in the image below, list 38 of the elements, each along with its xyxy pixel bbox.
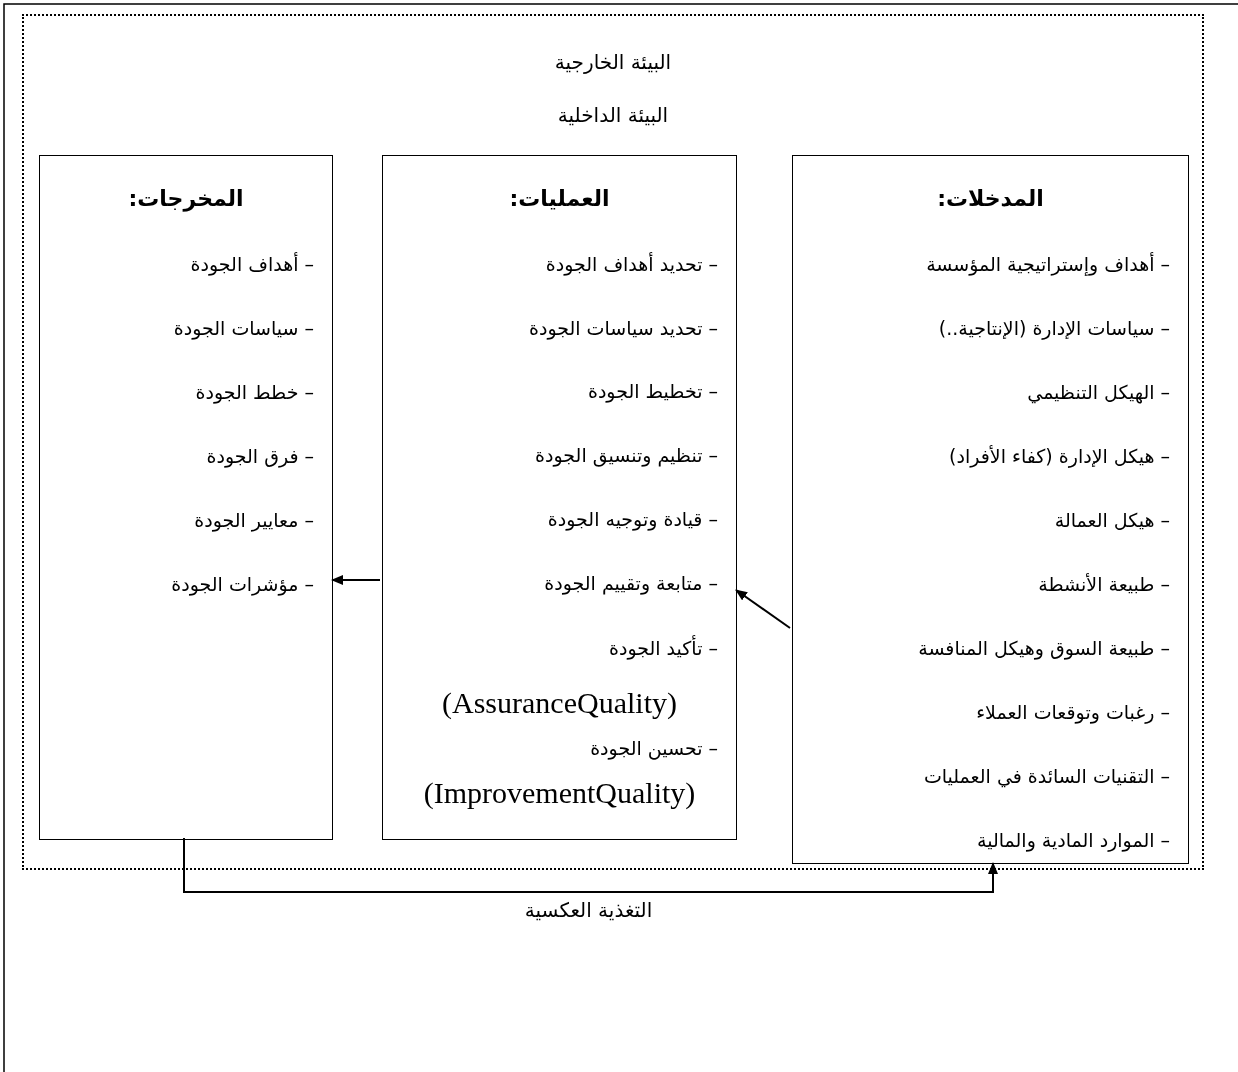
list-item: – سياسات الإدارة (الإنتاجية..) — [938, 316, 1170, 342]
inputs-box — [792, 155, 1189, 864]
arrow — [735, 589, 791, 629]
outputs-box — [39, 155, 333, 840]
box-heading: العمليات: — [509, 185, 610, 213]
list-item: (AssuranceQuality) — [442, 686, 677, 720]
environment-frame — [22, 14, 1204, 870]
list-item: – تحديد سياسات الجودة — [529, 316, 718, 342]
list-item: – قيادة وتوجيه الجودة — [547, 507, 718, 533]
arrow — [183, 837, 998, 893]
box-heading: المخرجات: — [128, 185, 244, 213]
list-item: – مؤشرات الجودة — [171, 572, 314, 598]
list-item: – خطط الجودة — [195, 380, 314, 406]
heading-text: البيئة الخارجية — [554, 49, 672, 76]
list-item: – متابعة وتقييم الجودة — [544, 571, 718, 597]
list-item: – تحديد أهداف الجودة — [545, 251, 718, 278]
processes-box — [382, 155, 737, 840]
arrow — [331, 575, 381, 585]
list-item: – معايير الجودة — [194, 508, 314, 534]
list-item: – تنظيم وتنسيق الجودة — [535, 443, 718, 469]
list-item: – تحسين الجودة — [590, 736, 718, 762]
heading-text: البيئة الداخلية — [557, 102, 669, 129]
list-item: – هيكل الإدارة (كفاء الأفراد) — [949, 444, 1170, 470]
list-item: (ImprovementQuality) — [423, 776, 696, 810]
list-item: – رغبات وتوقعات العملاء — [976, 700, 1170, 726]
box-heading: المدخلات: — [937, 185, 1044, 213]
list-item: – تخطيط الجودة — [587, 379, 718, 405]
list-item: – التقنيات السائدة في العمليات — [923, 764, 1170, 790]
list-item: – فرق الجودة — [206, 444, 314, 470]
list-item: – الهيكل التنظيمي — [1027, 380, 1170, 406]
list-item: – أهداف وإستراتيجية المؤسسة — [926, 251, 1170, 278]
list-item: – سياسات الجودة — [173, 316, 314, 342]
list-item: – طبيعة السوق وهيكل المنافسة — [918, 636, 1170, 662]
list-item: – طبيعة الأنشطة — [1038, 572, 1170, 597]
list-item: – الموارد المادية والمالية — [977, 828, 1170, 854]
list-item: – تأكيد الجودة — [609, 634, 718, 662]
list-item: – هيكل العمالة — [1054, 508, 1170, 533]
list-item: – أهداف الجودة — [190, 251, 314, 278]
